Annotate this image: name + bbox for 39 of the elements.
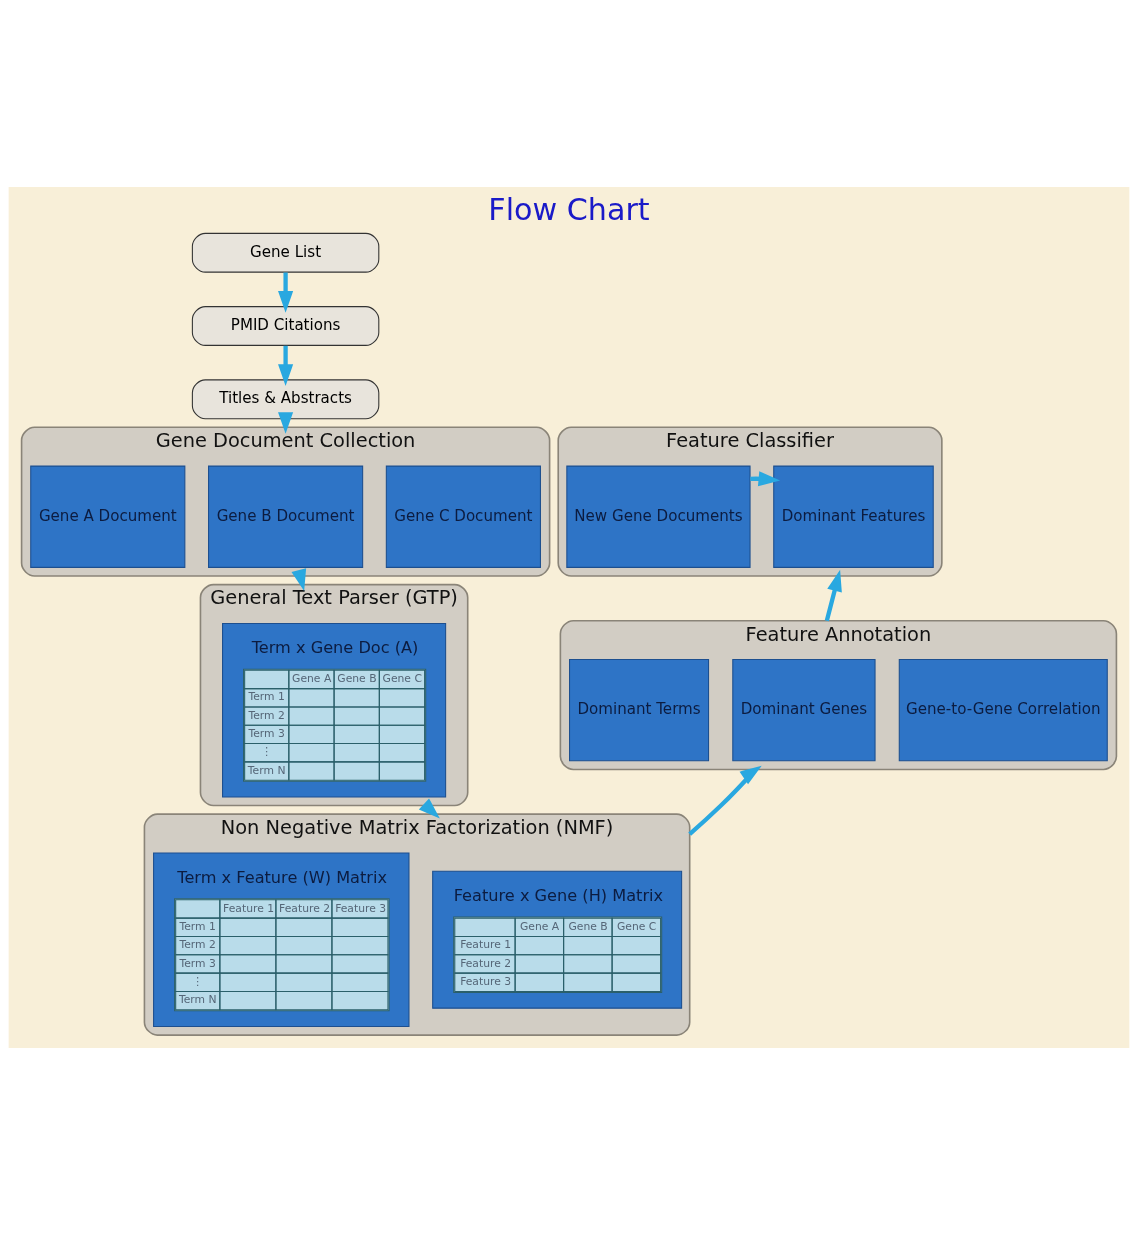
arrow bbox=[824, 569, 842, 622]
label: Gene C bbox=[382, 672, 422, 686]
label: Gene B bbox=[568, 920, 608, 933]
label: Gene A bbox=[519, 920, 560, 933]
node-box: Dominant Genes bbox=[732, 659, 876, 762]
label: ⋮ bbox=[192, 974, 204, 988]
label: Term 2 bbox=[248, 708, 285, 722]
label: ⋮ bbox=[261, 745, 273, 759]
node-box: Gene-to-Gene Correlation bbox=[898, 659, 1108, 762]
label: Term 1 bbox=[248, 690, 285, 704]
label: Gene A bbox=[292, 672, 332, 686]
node-box: Dominant Features bbox=[773, 465, 934, 568]
label: Term 1 bbox=[179, 920, 216, 933]
arrow bbox=[278, 345, 294, 386]
arrow bbox=[688, 765, 762, 836]
label: Term 2 bbox=[179, 938, 216, 952]
node-box: Gene C Document bbox=[385, 465, 541, 568]
label: Feature 2 bbox=[279, 901, 331, 915]
label: Feature 3 bbox=[460, 974, 512, 988]
diagram-title: Flow Chart bbox=[488, 191, 650, 227]
node-box: New Gene Documents bbox=[566, 465, 751, 568]
node-box: Gene List bbox=[191, 232, 380, 273]
label: Feature 2 bbox=[460, 956, 512, 970]
node-box: PMID Citations bbox=[191, 306, 380, 346]
node-box: Dominant Terms bbox=[569, 659, 710, 762]
label: Feature 1 bbox=[223, 901, 275, 915]
label: Term 3 bbox=[248, 727, 285, 741]
arrow bbox=[278, 412, 294, 434]
label: Term N bbox=[178, 993, 217, 1007]
arrow bbox=[278, 272, 294, 313]
label: Term N bbox=[247, 763, 286, 777]
label: Term 3 bbox=[179, 956, 216, 970]
node-box: Gene A Document bbox=[30, 465, 186, 568]
node-box: Gene B Document bbox=[208, 465, 364, 568]
arrow bbox=[418, 798, 440, 819]
label: Gene C bbox=[616, 920, 657, 933]
label: Gene B bbox=[337, 672, 377, 686]
label: Feature 1 bbox=[460, 938, 512, 952]
label: Feature 3 bbox=[335, 901, 387, 915]
